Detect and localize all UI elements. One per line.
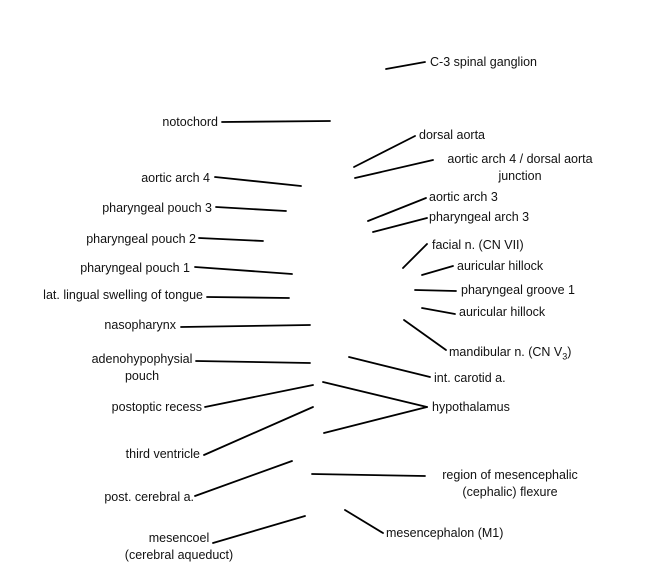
leader-mesencoel [212, 515, 306, 544]
label-dorsal-aorta: dorsal aorta [419, 128, 486, 142]
leader-aortic-arch-3 [367, 197, 427, 222]
label-facial-n: facial n. (CN VII) [432, 238, 524, 252]
leader-pharyngeal-pouch-3 [215, 206, 287, 212]
leader-auricular-hillock-lower [421, 307, 456, 315]
label-mandibular-n-close: ) [567, 345, 572, 359]
label-lat-lingual-swelling: lat. lingual swelling of tongue [43, 288, 203, 302]
label-nasopharynx: nasopharynx [104, 318, 176, 332]
label-post-cerebral-a: post. cerebral a. [104, 490, 194, 504]
label-mesencephalon: mesencephalon (M1) [386, 526, 504, 540]
label-mandibular-n-subscript: 3 [562, 351, 568, 362]
label-aortic-arch-4-dorsal-aorta-junction: aortic arch 4 / dorsal aorta junction [436, 151, 604, 185]
leader-pharyngeal-pouch-1 [194, 266, 293, 275]
leader-pharyngeal-arch-3 [372, 217, 428, 233]
label-pharyngeal-groove-1: pharyngeal groove 1 [461, 283, 575, 297]
label-adenohypophysial-pouch: adenohypophysial pouch [70, 351, 214, 385]
leader-pharyngeal-groove-1 [414, 289, 457, 292]
leader-int-carotid-a [348, 356, 431, 378]
leader-hypothalamus-lower [323, 406, 428, 434]
leader-aortic-arch-4 [214, 176, 302, 187]
label-hypothalamus: hypothalamus [432, 400, 510, 414]
label-aortic-arch-4-dorsal-aorta-line2: junction [498, 169, 542, 183]
label-region-mesencephalic-flexure: region of mesencephalic (cephalic) flexu… [428, 467, 592, 501]
label-adenohypophysial-pouch-line1: adenohypophysial [91, 352, 193, 366]
label-pharyngeal-arch-3: pharyngeal arch 3 [429, 210, 530, 224]
label-int-carotid-a: int. carotid a. [434, 371, 506, 385]
label-pharyngeal-pouch-1: pharyngeal pouch 1 [80, 261, 190, 275]
leader-auricular-hillock-upper [421, 265, 454, 276]
leader-postoptic-recess [204, 384, 314, 408]
label-c3-spinal-ganglion: C-3 spinal ganglion [430, 55, 538, 69]
label-pharyngeal-pouch-2: pharyngeal pouch 2 [86, 232, 196, 246]
label-auricular-hillock-upper: auricular hillock [457, 259, 544, 273]
label-mesencoel-line2: (cerebral aqueduct) [124, 548, 234, 562]
label-region-mesencephalic-flexure-line1: region of mesencephalic [442, 468, 578, 482]
label-postoptic-recess: postoptic recess [111, 400, 202, 414]
leader-hypothalamus-upper [322, 381, 428, 408]
label-mandibular-n-main: mandibular n. (CN V [449, 345, 563, 359]
leader-adenohypophysial-pouch [195, 360, 311, 364]
leader-c3-spinal-ganglion [385, 61, 426, 70]
leader-nasopharynx [180, 324, 311, 328]
label-notochord: notochord [162, 115, 218, 129]
leader-mesencephalon [344, 509, 384, 534]
leader-mandibular-n [403, 319, 447, 351]
label-third-ventricle: third ventricle [125, 447, 200, 461]
leader-lat-lingual-swelling [206, 296, 290, 299]
leader-facial-n [402, 243, 428, 269]
label-mandibular-n: mandibular n. (CN V3) [449, 344, 571, 366]
leader-pharyngeal-pouch-2 [198, 237, 264, 242]
leader-notochord [221, 120, 331, 123]
label-aortic-arch-4: aortic arch 4 [141, 171, 210, 185]
label-auricular-hillock-lower: auricular hillock [459, 305, 546, 319]
label-aortic-arch-4-dorsal-aorta-line1: aortic arch 4 / dorsal aorta [447, 152, 593, 166]
leader-dorsal-aorta [353, 135, 416, 168]
label-adenohypophysial-pouch-line2: pouch [124, 369, 160, 383]
leader-region-mesencephalic-flexure [311, 473, 426, 477]
label-mesencoel: mesencoel (cerebral aqueduct) [88, 530, 270, 564]
label-region-mesencephalic-flexure-line2: (cephalic) flexure [462, 485, 558, 499]
label-mesencoel-line1: mesencoel [148, 531, 210, 545]
label-pharyngeal-pouch-3: pharyngeal pouch 3 [102, 201, 212, 215]
leader-aortic-arch-4-dorsal-aorta-junction [354, 159, 434, 179]
leader-post-cerebral-a [194, 460, 293, 497]
leader-third-ventricle [203, 406, 314, 456]
label-aortic-arch-3: aortic arch 3 [429, 190, 498, 204]
